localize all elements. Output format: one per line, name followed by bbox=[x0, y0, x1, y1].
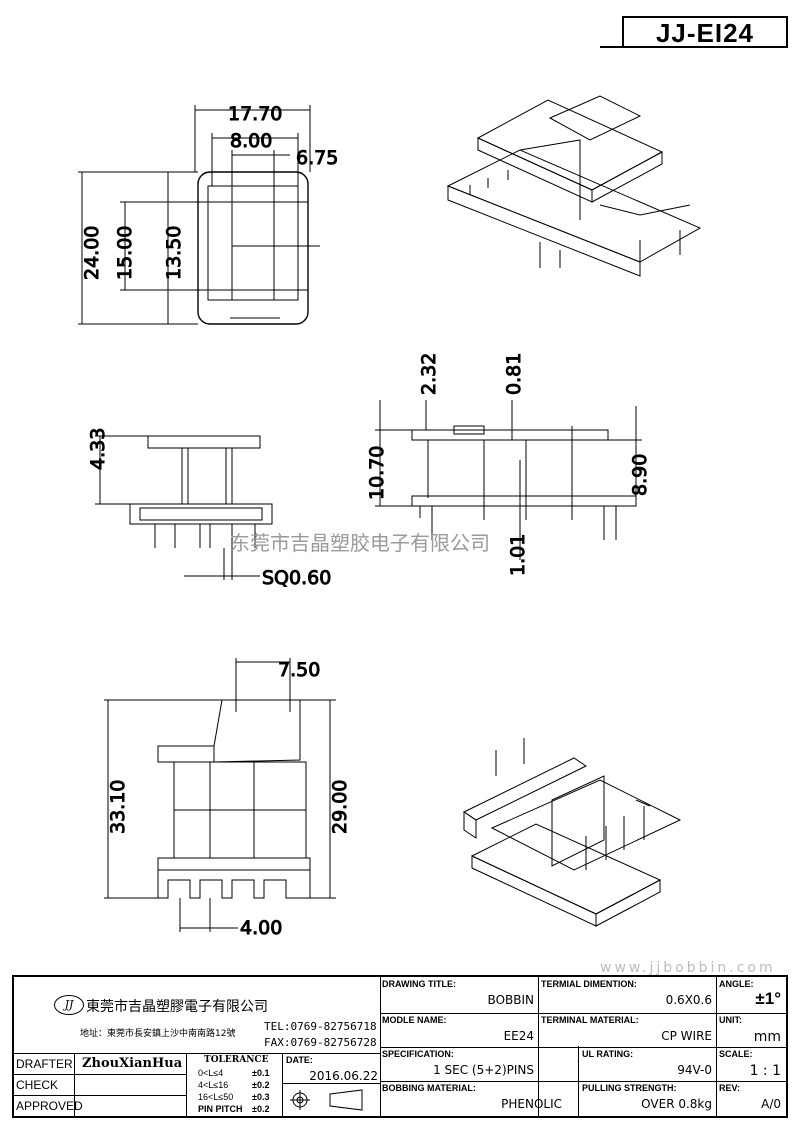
dim-bottom-height: 33.10 bbox=[107, 780, 129, 834]
tolerance-range-2: 4<L≤16 bbox=[198, 1080, 229, 1090]
revision: A/0 bbox=[761, 1097, 781, 1111]
dim-front-b: 0.81 bbox=[503, 353, 525, 395]
dim-bottom-inner: 29.00 bbox=[329, 780, 351, 834]
unit-label: UNIT: bbox=[719, 1015, 742, 1025]
model-label: MODLE NAME: bbox=[382, 1015, 447, 1025]
drawing-title: BOBBIN bbox=[487, 993, 534, 1007]
unit: mm bbox=[753, 1029, 781, 1045]
tolerance-value-1: ±0.1 bbox=[252, 1068, 270, 1078]
divider bbox=[14, 1053, 380, 1054]
divider bbox=[538, 977, 539, 1116]
divider bbox=[14, 1095, 186, 1096]
tolerance-value-4: ±0.2 bbox=[252, 1104, 270, 1114]
iso-view-bottom bbox=[462, 738, 682, 927]
terminal-material: CP WIRE bbox=[661, 1029, 712, 1043]
approved-label: APPROVED bbox=[16, 1099, 83, 1113]
divider bbox=[282, 1083, 380, 1084]
divider bbox=[186, 1053, 187, 1116]
divider bbox=[380, 1013, 786, 1014]
dim-side-height: 4.33 bbox=[87, 428, 109, 470]
divider bbox=[380, 1081, 786, 1082]
tolerance-value-3: ±0.3 bbox=[252, 1092, 270, 1102]
company-address: 地址：東莞市長安鎮上沙中南南路12號 bbox=[80, 1029, 236, 1039]
dim-front-right: 8.90 bbox=[629, 454, 651, 496]
terminal-dim: 0.6X0.6 bbox=[665, 993, 712, 1007]
dim-bottom-top: 7.50 bbox=[278, 659, 320, 681]
company-fax: FAX:0769-82756728 bbox=[264, 1036, 377, 1049]
date-label: DATE: bbox=[286, 1055, 313, 1065]
spec-label: SPECIFICATION: bbox=[382, 1049, 454, 1059]
side-view bbox=[95, 435, 273, 580]
divider bbox=[74, 1053, 75, 1116]
divider bbox=[578, 1046, 579, 1116]
divider bbox=[380, 977, 381, 1116]
terminal-material-label: TERMINAL MATERIAL: bbox=[541, 1015, 639, 1025]
title-rule bbox=[600, 46, 788, 48]
model-name: EE24 bbox=[503, 1029, 534, 1043]
pulling-strength: OVER 0.8kg bbox=[641, 1097, 712, 1111]
bottom-view bbox=[104, 658, 336, 932]
dim-front-height: 10.70 bbox=[366, 446, 388, 500]
company-logo: JJ bbox=[54, 995, 84, 1015]
divider bbox=[14, 1074, 186, 1075]
drafter-name: ZhouXianHua bbox=[82, 1056, 183, 1071]
tolerance-range-3: 16<L≤50 bbox=[198, 1092, 234, 1102]
dim-top-inner: 8.00 bbox=[230, 130, 272, 152]
company-contact: TEL:0769-82756718 FAX:0769-82756728 bbox=[264, 1019, 377, 1051]
pulling-strength-label: PULLING STRENGTH: bbox=[582, 1083, 677, 1093]
tolerance-value-2: ±0.2 bbox=[252, 1080, 270, 1090]
dim-top-width: 17.70 bbox=[228, 103, 282, 125]
dim-front-base: 1.01 bbox=[507, 534, 529, 576]
tolerance-title: TOLERANCE bbox=[204, 1055, 269, 1065]
dim-height-mid: 15.00 bbox=[114, 226, 136, 280]
dim-height-total: 24.00 bbox=[81, 226, 103, 280]
scale: 1 : 1 bbox=[749, 1063, 781, 1079]
ul-rating-label: UL RATING: bbox=[582, 1049, 634, 1059]
front-view bbox=[375, 400, 642, 560]
dim-pin: SQ0.60 bbox=[262, 567, 331, 589]
tolerance-range-1: 0<L≤4 bbox=[198, 1068, 224, 1078]
angle-label: ANGLE: bbox=[719, 979, 754, 989]
dim-bottom-pitch: 4.00 bbox=[240, 917, 282, 939]
dim-top-right: 6.75 bbox=[296, 147, 338, 169]
scale-label: SCALE: bbox=[719, 1049, 753, 1059]
divider bbox=[716, 977, 717, 1116]
part-number: JJ-EI24 bbox=[622, 16, 788, 48]
check-label: CHECK bbox=[16, 1078, 59, 1092]
drafter-label: DRAFTER bbox=[16, 1057, 73, 1071]
company-name: 東莞市吉晶塑膠電子有限公司 bbox=[86, 999, 268, 1015]
dim-front-a: 2.32 bbox=[418, 353, 440, 395]
projection-symbol-icon bbox=[290, 1089, 363, 1111]
bobbin-material-label: BOBBING MATERIAL: bbox=[382, 1083, 476, 1093]
tolerance-range-4: PIN PITCH bbox=[198, 1104, 243, 1114]
watermark-cn: 东莞市吉晶塑胶电子有限公司 bbox=[230, 531, 490, 555]
divider bbox=[380, 1047, 786, 1048]
date-value: 2016.06.22 bbox=[309, 1069, 378, 1083]
terminal-dim-label: TERMIAL DIMENTION: bbox=[541, 979, 637, 989]
technical-drawing: 17.70 8.00 6.75 24.00 15.00 13.50 bbox=[78, 95, 776, 975]
watermark-url: www.jjbobbin.com bbox=[600, 960, 776, 975]
title-block: JJ 東莞市吉晶塑膠電子有限公司 地址：東莞市長安鎮上沙中南南路12號 TEL:… bbox=[12, 975, 788, 1118]
bobbin-material: PHENOLIC bbox=[501, 1097, 562, 1111]
specification: 1 SEC (5+2)PINS bbox=[433, 1063, 534, 1077]
rev-label: REV: bbox=[719, 1083, 741, 1093]
iso-view-top bbox=[446, 95, 702, 277]
company-tel: TEL:0769-82756718 bbox=[264, 1020, 377, 1033]
divider bbox=[282, 1053, 283, 1116]
angle: ±1° bbox=[755, 989, 781, 1008]
drawing-title-label: DRAWING TITLE: bbox=[382, 979, 456, 989]
ul-rating: 94V-0 bbox=[677, 1063, 712, 1077]
dim-height-inner: 13.50 bbox=[163, 226, 185, 280]
top-view bbox=[78, 105, 320, 325]
